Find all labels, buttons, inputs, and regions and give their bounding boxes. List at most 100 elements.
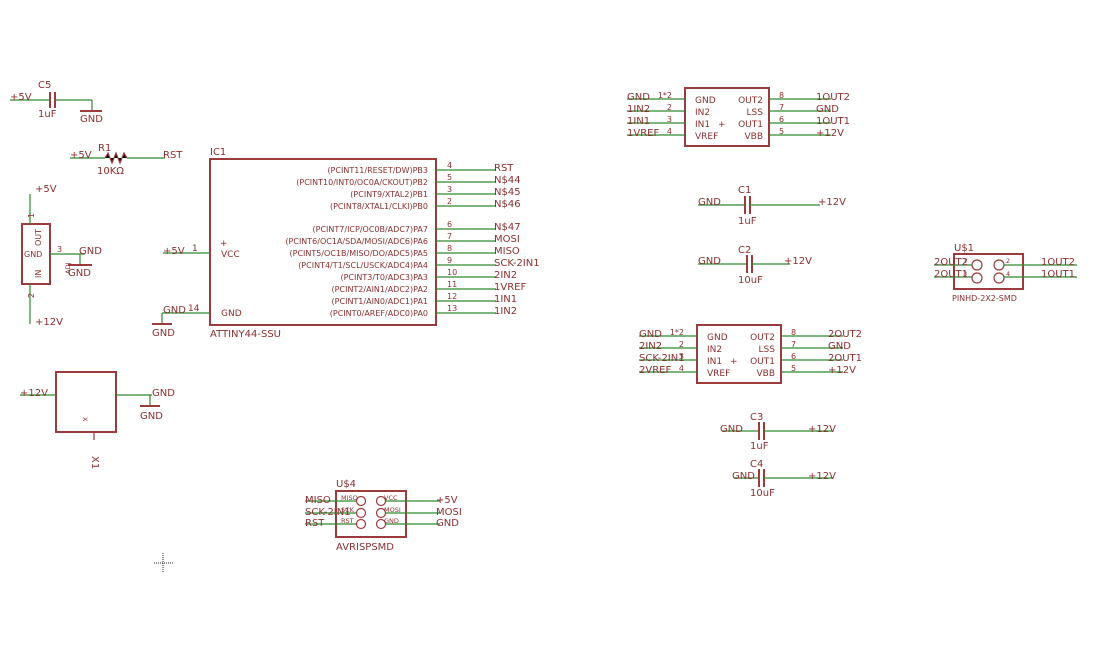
ic1-gnd-label: GND [221,309,242,319]
ic1-pin-net: N$47 [494,222,521,233]
c4-net-right: +12V [808,471,836,482]
u4-pin-label-left: SCK [341,506,355,514]
drv2-pin-number-right: 6 [791,352,796,361]
capacitor-c4[interactable]: C4 10uF GND +12V [732,459,836,499]
crosshair-cursor-icon [154,553,173,572]
c5-name: C5 [38,80,51,91]
u4-pad [355,507,367,519]
drv1-pin-number-right: 8 [779,91,784,100]
ic1-pin-label: (PCINT5/OC1B/MISO/DO/ADC5)PA5 [290,249,429,258]
capacitor-c1[interactable]: C1 1uF GND +12V [698,185,846,227]
r1-net-left: +5V [70,150,92,161]
capacitor-c3[interactable]: C3 1uF GND +12V [720,412,836,452]
ic1-pin-number: 2 [447,197,452,206]
u4-net-right: +5V [436,495,458,506]
ic1-pin-number: 6 [447,220,452,229]
reg-net-mid-b: GND [68,268,91,279]
ic1-pin-number: 11 [447,280,457,289]
u4-pin-label-left: MISO [341,494,358,502]
drv2-net-right: GND [828,341,851,352]
drv1-pin-number-right: 6 [779,115,784,124]
c1-name: C1 [738,185,751,196]
drv1-net-left: GND [627,92,650,103]
u1-pin-3: 3 [963,270,967,278]
drv2-net-left: 2IN2 [639,341,662,352]
u1-name: U$1 [954,243,974,254]
c3-net-right: +12V [808,424,836,435]
ic1-pin-label: (PCINT9/XTAL2)PB1 [350,190,428,199]
u1-net-left-1: 2OUT2 [934,257,968,268]
ic1-pin-net: MISO [494,246,520,257]
c5-net-left: +5V [10,92,32,103]
u1-pin-1: 1 [963,257,967,265]
c4-net-left: GND [732,471,755,482]
u4-pin-label-right: MOSI [384,506,401,514]
drv2-net-left: SCK-2IN1 [639,353,685,364]
u1-pin-2: 2 [1006,257,1010,265]
capacitor-c5[interactable]: +5V C5 1uF GND [10,80,103,125]
drv2-net-right: +12V [828,365,856,376]
drv1-pin-number-right: 7 [779,103,784,112]
drv1-pin-label-left: IN2 [695,108,710,118]
drv1-pin-number-right: 5 [779,127,784,136]
c5-value: 1uF [38,109,57,120]
ic1-plus: + [220,239,228,249]
drv1-plus: + [718,120,726,130]
u4-pin-label-left: RST [341,517,354,525]
connector-x1[interactable]: +12V GND GND X X1 [20,371,175,469]
drv2-pin-label-right: OUT1 [750,357,775,367]
drv2-pin-label-left: GND [707,333,728,343]
ic1-pin-number: 9 [447,256,452,265]
drv1-net-right: 1OUT1 [816,116,850,127]
u1-net-right-1: 1OUT2 [1041,257,1075,268]
ic1-pin-net: 2IN2 [494,270,517,281]
drv2-net-left: GND [639,329,662,340]
drv1-pin-number-left: 1*2 [658,91,672,100]
ic1-pin-number: 8 [447,244,452,253]
pin-header-u1[interactable]: U$1 PINHD-2X2-SMD 1 3 2 4 2OUT2 2OUT1 1O… [934,243,1077,303]
drv2-pin-label-right: LSS [759,345,776,355]
ic1-pin-net: N$46 [494,199,521,210]
drv1-pin-number-left: 4 [667,127,672,136]
x1-name: X1 [89,456,100,469]
ic1-attiny44[interactable]: IC1 ATTINY44-SSU + VCC GND 1 +5V 14 GND … [152,147,540,340]
ic1-value: ATTINY44-SSU [210,329,281,340]
c2-name: C2 [738,245,751,256]
capacitor-c2[interactable]: C2 10uF GND +12V [698,245,812,286]
ic1-pin-label: (PCINT3/T0/ADC3)PA3 [340,273,428,282]
ic1-pin-label: (PCINT1/AIN0/ADC1)PA1 [332,297,428,306]
u4-pin-label-right: VCC [384,494,398,502]
drv1-pin-label-right: VBB [744,132,763,142]
voltage-regulator[interactable]: +5V 1 3 2 OUT GND IN ADJ GND GND +12V [21,184,102,328]
ic1-pin-number: 12 [447,292,457,301]
reg-label-gnd: GND [24,250,42,259]
ic1-pin-net: N$45 [494,187,521,198]
ic1-pin-label: (PCINT11/RESET/DW)PB3 [327,166,428,175]
u4-pad [355,495,367,507]
reg-pin-mid: 3 [57,245,62,254]
resistor-r1[interactable]: +5V R1 10KΩ RST [70,143,183,177]
drv2-plus: + [730,357,738,367]
ic1-pin-net: MOSI [494,234,520,245]
u4-pin-label-right: GND [384,517,399,525]
u1-net-right-2: 1OUT1 [1041,269,1075,280]
drv2-pin-number-right: 8 [791,328,796,337]
drv1-net-left: 1VREF [627,128,659,139]
ic1-pin-number: 10 [447,268,457,277]
c5-net-right: GND [80,114,103,125]
x1-net-right-a: GND [152,388,175,399]
ic1-pin-number: 13 [447,304,457,313]
r1-name: R1 [98,143,111,154]
ic1-pin-net: 1VREF [494,282,526,293]
c3-value: 1uF [750,441,769,452]
u4-net-right: GND [436,518,459,529]
x1-pin: X [81,417,89,422]
